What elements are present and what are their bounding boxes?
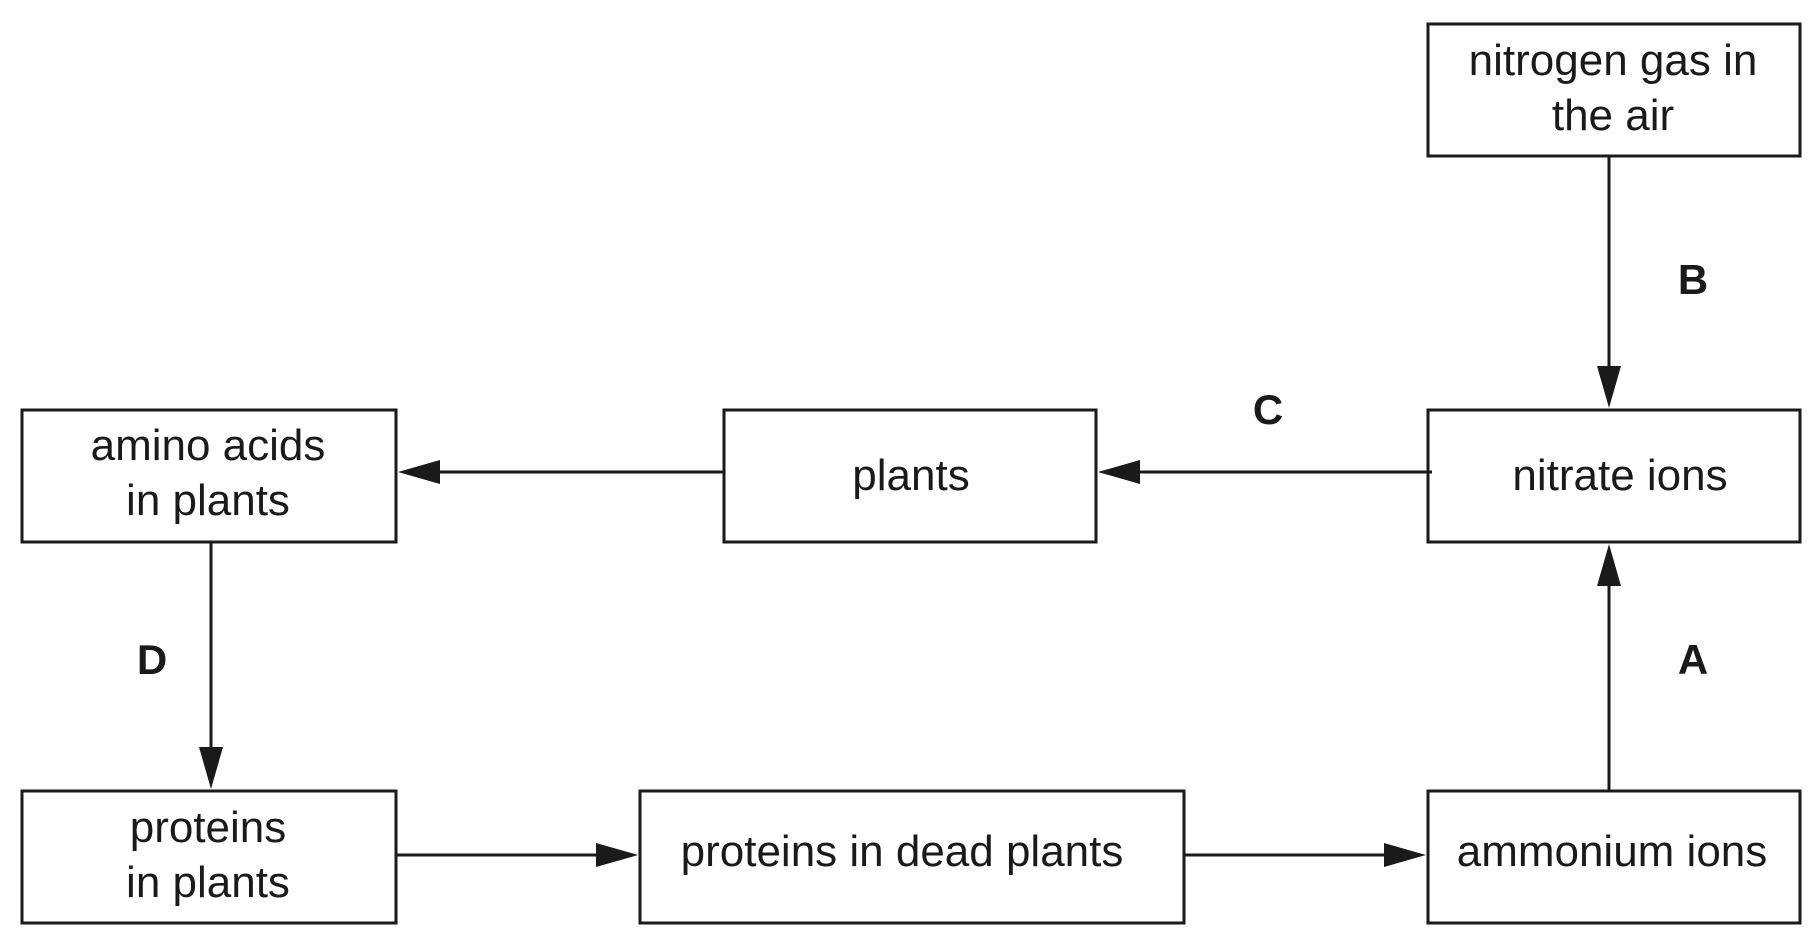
node-nitrate-ions-label: nitrate ions — [1512, 451, 1727, 500]
edge-label-c: C — [1253, 386, 1283, 433]
node-amino-acids-label-line-2: in plants — [126, 476, 290, 525]
node-amino-acids: amino acids in plants — [20, 408, 398, 544]
node-proteins-dead: proteins in dead plants — [638, 789, 1186, 925]
edge-nitrate-to-plants: C — [1098, 386, 1432, 484]
node-nitrogen-gas-label-line-2: the air — [1552, 91, 1674, 140]
arrowhead-right-icon — [1384, 843, 1426, 867]
node-proteins: proteins in plants — [20, 789, 398, 925]
edge-dead-to-ammonium — [1184, 843, 1426, 867]
node-proteins-label-line-2: in plants — [126, 858, 290, 907]
arrowhead-left-icon — [1098, 460, 1140, 484]
edge-label-b: B — [1678, 256, 1708, 303]
arrowhead-left-icon — [398, 460, 440, 484]
edge-ammonium-to-nitrate: A — [1597, 544, 1708, 791]
arrowhead-down-icon — [199, 747, 223, 789]
node-proteins-dead-label: proteins in dead plants — [681, 827, 1124, 876]
node-amino-acids-label-line-1: amino acids — [91, 421, 326, 470]
node-plants-label: plants — [852, 451, 969, 500]
edge-amino-acids-to-proteins: D — [137, 542, 223, 789]
edge-label-d: D — [137, 636, 167, 683]
arrowhead-down-icon — [1597, 366, 1621, 408]
edge-nitrogen-to-nitrate: B — [1597, 156, 1708, 408]
edge-label-a: A — [1678, 636, 1708, 683]
edge-proteins-to-dead — [396, 843, 638, 867]
arrowhead-right-icon — [596, 843, 638, 867]
edge-plants-to-amino-acids — [398, 460, 724, 484]
node-nitrogen-gas-label-line-1: nitrogen gas in — [1469, 36, 1758, 85]
node-plants: plants — [722, 408, 1098, 544]
node-ammonium-ions: ammonium ions — [1426, 789, 1802, 925]
node-nitrate-ions: nitrate ions — [1426, 408, 1802, 544]
node-nitrogen-gas: nitrogen gas in the air — [1426, 22, 1802, 158]
arrowhead-up-icon — [1597, 544, 1621, 586]
node-proteins-label-line-1: proteins — [130, 803, 287, 852]
node-ammonium-ions-label: ammonium ions — [1457, 827, 1768, 876]
